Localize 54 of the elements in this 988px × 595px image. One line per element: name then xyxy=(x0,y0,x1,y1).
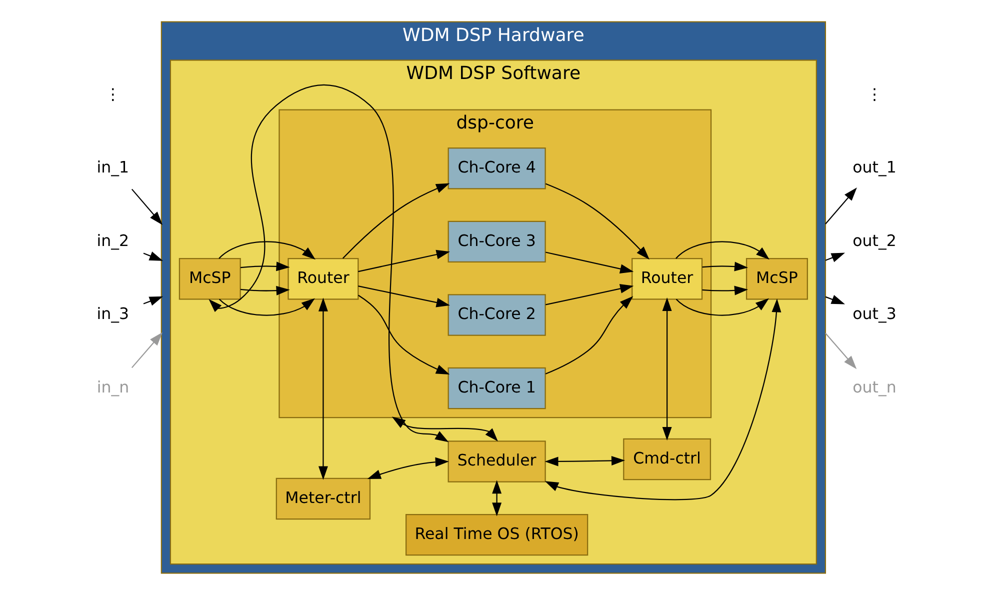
node-box: Ch-Core 1 xyxy=(448,367,546,410)
label: ⋮ xyxy=(105,84,121,104)
arrow xyxy=(240,262,290,272)
node-box: Router xyxy=(632,258,703,300)
arrow xyxy=(367,457,449,479)
node-text: out_3 xyxy=(852,304,896,324)
node-box: Router xyxy=(288,258,359,300)
arrow xyxy=(702,286,748,296)
node-box: Ch-Core 2 xyxy=(448,294,546,336)
arrow xyxy=(131,188,163,225)
arrow xyxy=(546,284,634,306)
arrow xyxy=(544,298,782,500)
arrow xyxy=(825,295,846,304)
arrow xyxy=(825,252,846,262)
arrow xyxy=(143,296,164,306)
arrow xyxy=(545,296,634,374)
label: ⋮ xyxy=(866,84,882,104)
arrow xyxy=(662,298,672,441)
arrow xyxy=(544,456,626,466)
node-box: Scheduler xyxy=(448,440,546,482)
arrow xyxy=(131,332,163,368)
arrow xyxy=(676,241,770,260)
arrow xyxy=(358,250,450,272)
arrow xyxy=(392,416,498,442)
node-box: Ch-Core 4 xyxy=(448,148,546,190)
arrow xyxy=(240,286,290,296)
node-text: out_2 xyxy=(852,230,896,250)
node-box: McSP xyxy=(746,258,808,300)
node-box: McSP xyxy=(178,258,241,300)
arrow xyxy=(143,252,163,261)
arrow xyxy=(358,285,450,308)
arrow xyxy=(318,298,328,480)
arrow xyxy=(825,332,857,370)
arrow xyxy=(492,480,502,516)
node-box: Ch-Core 3 xyxy=(448,220,546,263)
node-text: in_n xyxy=(96,377,130,396)
node-text: in_3 xyxy=(96,304,130,324)
node-box: Real Time OS (RTOS) xyxy=(406,514,588,556)
node-text: in_1 xyxy=(96,158,130,177)
node-text: in_2 xyxy=(96,230,130,250)
node-text: out_n xyxy=(852,377,896,396)
arrow xyxy=(219,298,315,316)
arrow xyxy=(545,183,650,260)
arrow xyxy=(208,84,449,442)
arrow xyxy=(546,252,634,274)
arrow xyxy=(676,298,769,316)
node-box: Meter-ctrl xyxy=(276,478,371,520)
node-box: Cmd-ctrl xyxy=(623,438,712,480)
node-text: out_1 xyxy=(852,158,896,177)
arrow xyxy=(218,241,316,260)
arrow xyxy=(702,262,748,272)
arrow xyxy=(825,187,857,224)
arrow xyxy=(358,294,450,375)
arrow xyxy=(342,183,450,259)
